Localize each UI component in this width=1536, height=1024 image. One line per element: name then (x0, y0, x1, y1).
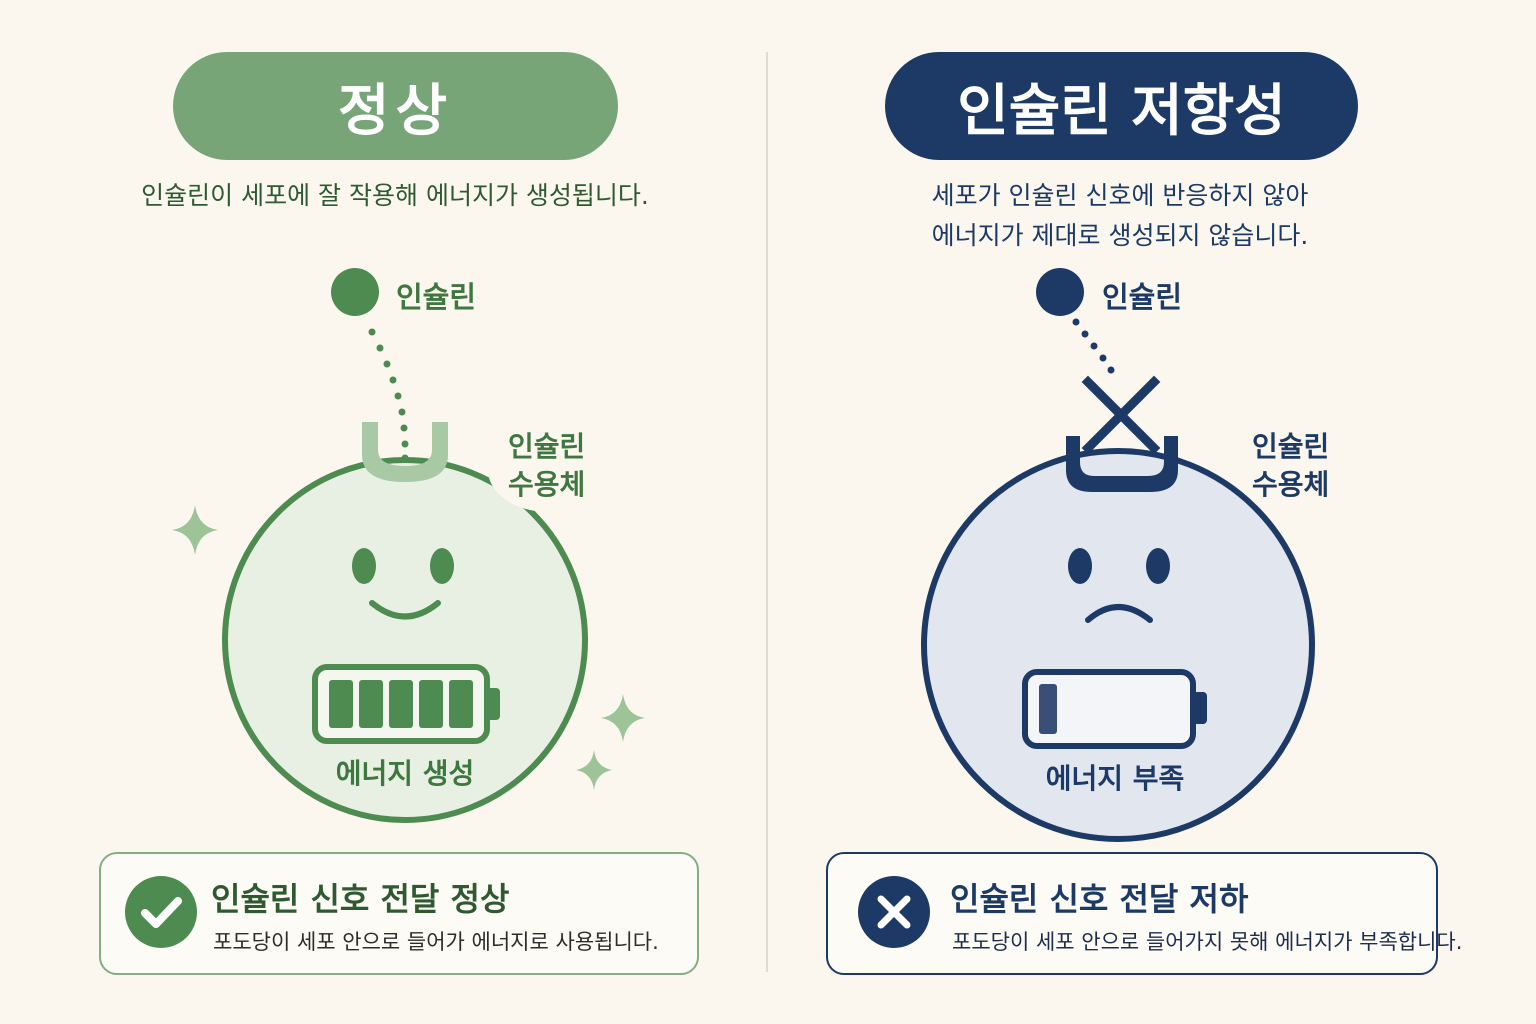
battery-segment (449, 680, 473, 728)
normal-energy-label: 에너지 생성 (335, 757, 475, 790)
normal-receptor-label-line1: 인슐린 (508, 430, 586, 463)
check-icon (125, 876, 197, 948)
battery-segment (1039, 684, 1057, 734)
normal-receptor-label-line2: 수용체 (508, 468, 586, 501)
resistance-insulin-molecule (1036, 268, 1084, 316)
normal-status-card: 인슐린 신호 전달 정상 포도당이 세포 안으로 들어가 에너지로 사용됩니다. (99, 852, 699, 975)
normal-description: 인슐린이 세포에 잘 작용해 에너지가 생성됩니다. (141, 181, 649, 210)
resistance-right-eye (1146, 548, 1170, 584)
normal-left-eye (352, 548, 376, 584)
resistance-energy-label: 에너지 부족 (1045, 762, 1185, 795)
normal-receptor (362, 422, 448, 482)
sparkle-icon (601, 694, 645, 742)
resistance-insulin-label: 인슐린 (1102, 280, 1183, 314)
sparkle-icon (172, 505, 218, 555)
resistance-description-line2: 에너지가 제대로 생성되지 않습니다. (931, 221, 1309, 250)
resistance-insulin-path (1072, 318, 1115, 374)
normal-battery-fill (329, 680, 473, 728)
normal-right-eye (430, 548, 454, 584)
resistance-cell (921, 448, 1315, 842)
resistance-battery (1022, 669, 1207, 749)
resistance-receptor-label: 인슐린 수용체 (1252, 428, 1329, 504)
x-icon (858, 876, 930, 948)
resistance-title-pill: 인슐린 저항성 (885, 52, 1358, 160)
resistance-receptor (1066, 436, 1178, 492)
normal-receptor-label: 인슐린 수용체 (508, 428, 585, 504)
normal-card-title: 인슐린 신호 전달 정상 (211, 880, 510, 918)
blocked-x-icon (1081, 375, 1161, 455)
resistance-left-eye (1068, 548, 1092, 584)
normal-title-pill: 정상 (173, 52, 618, 160)
resistance-battery-fill (1039, 684, 1057, 734)
resistance-frown (1085, 604, 1153, 623)
resistance-status-card: 인슐린 신호 전달 저하 포도당이 세포 안으로 들어가지 못해 에너지가 부족… (826, 852, 1462, 975)
normal-insulin-label: 인슐린 (396, 280, 477, 314)
normal-smile (369, 600, 441, 620)
normal-card-subtitle: 포도당이 세포 안으로 들어가 에너지로 사용됩니다. (213, 930, 659, 954)
battery-segment (389, 680, 413, 728)
resistance-receptor-label-line2: 수용체 (1252, 468, 1330, 501)
normal-insulin-molecule (331, 268, 379, 316)
resistance-description-line1: 세포가 인슐린 신호에 반응하지 않아 (931, 181, 1309, 210)
battery-segment (419, 680, 443, 728)
resistance-card-subtitle: 포도당이 세포 안으로 들어가지 못해 에너지가 부족합니다. (952, 930, 1463, 954)
resistance-receptor-label-line1: 인슐린 (1252, 430, 1330, 463)
resistance-description: 세포가 인슐린 신호에 반응하지 않아 에너지가 제대로 생성되지 않습니다. (820, 176, 1420, 256)
battery-segment (329, 680, 353, 728)
sparkle-icon (576, 750, 612, 790)
center-divider (766, 52, 768, 972)
battery-segment (359, 680, 383, 728)
resistance-card-title: 인슐린 신호 전달 저하 (950, 880, 1249, 918)
